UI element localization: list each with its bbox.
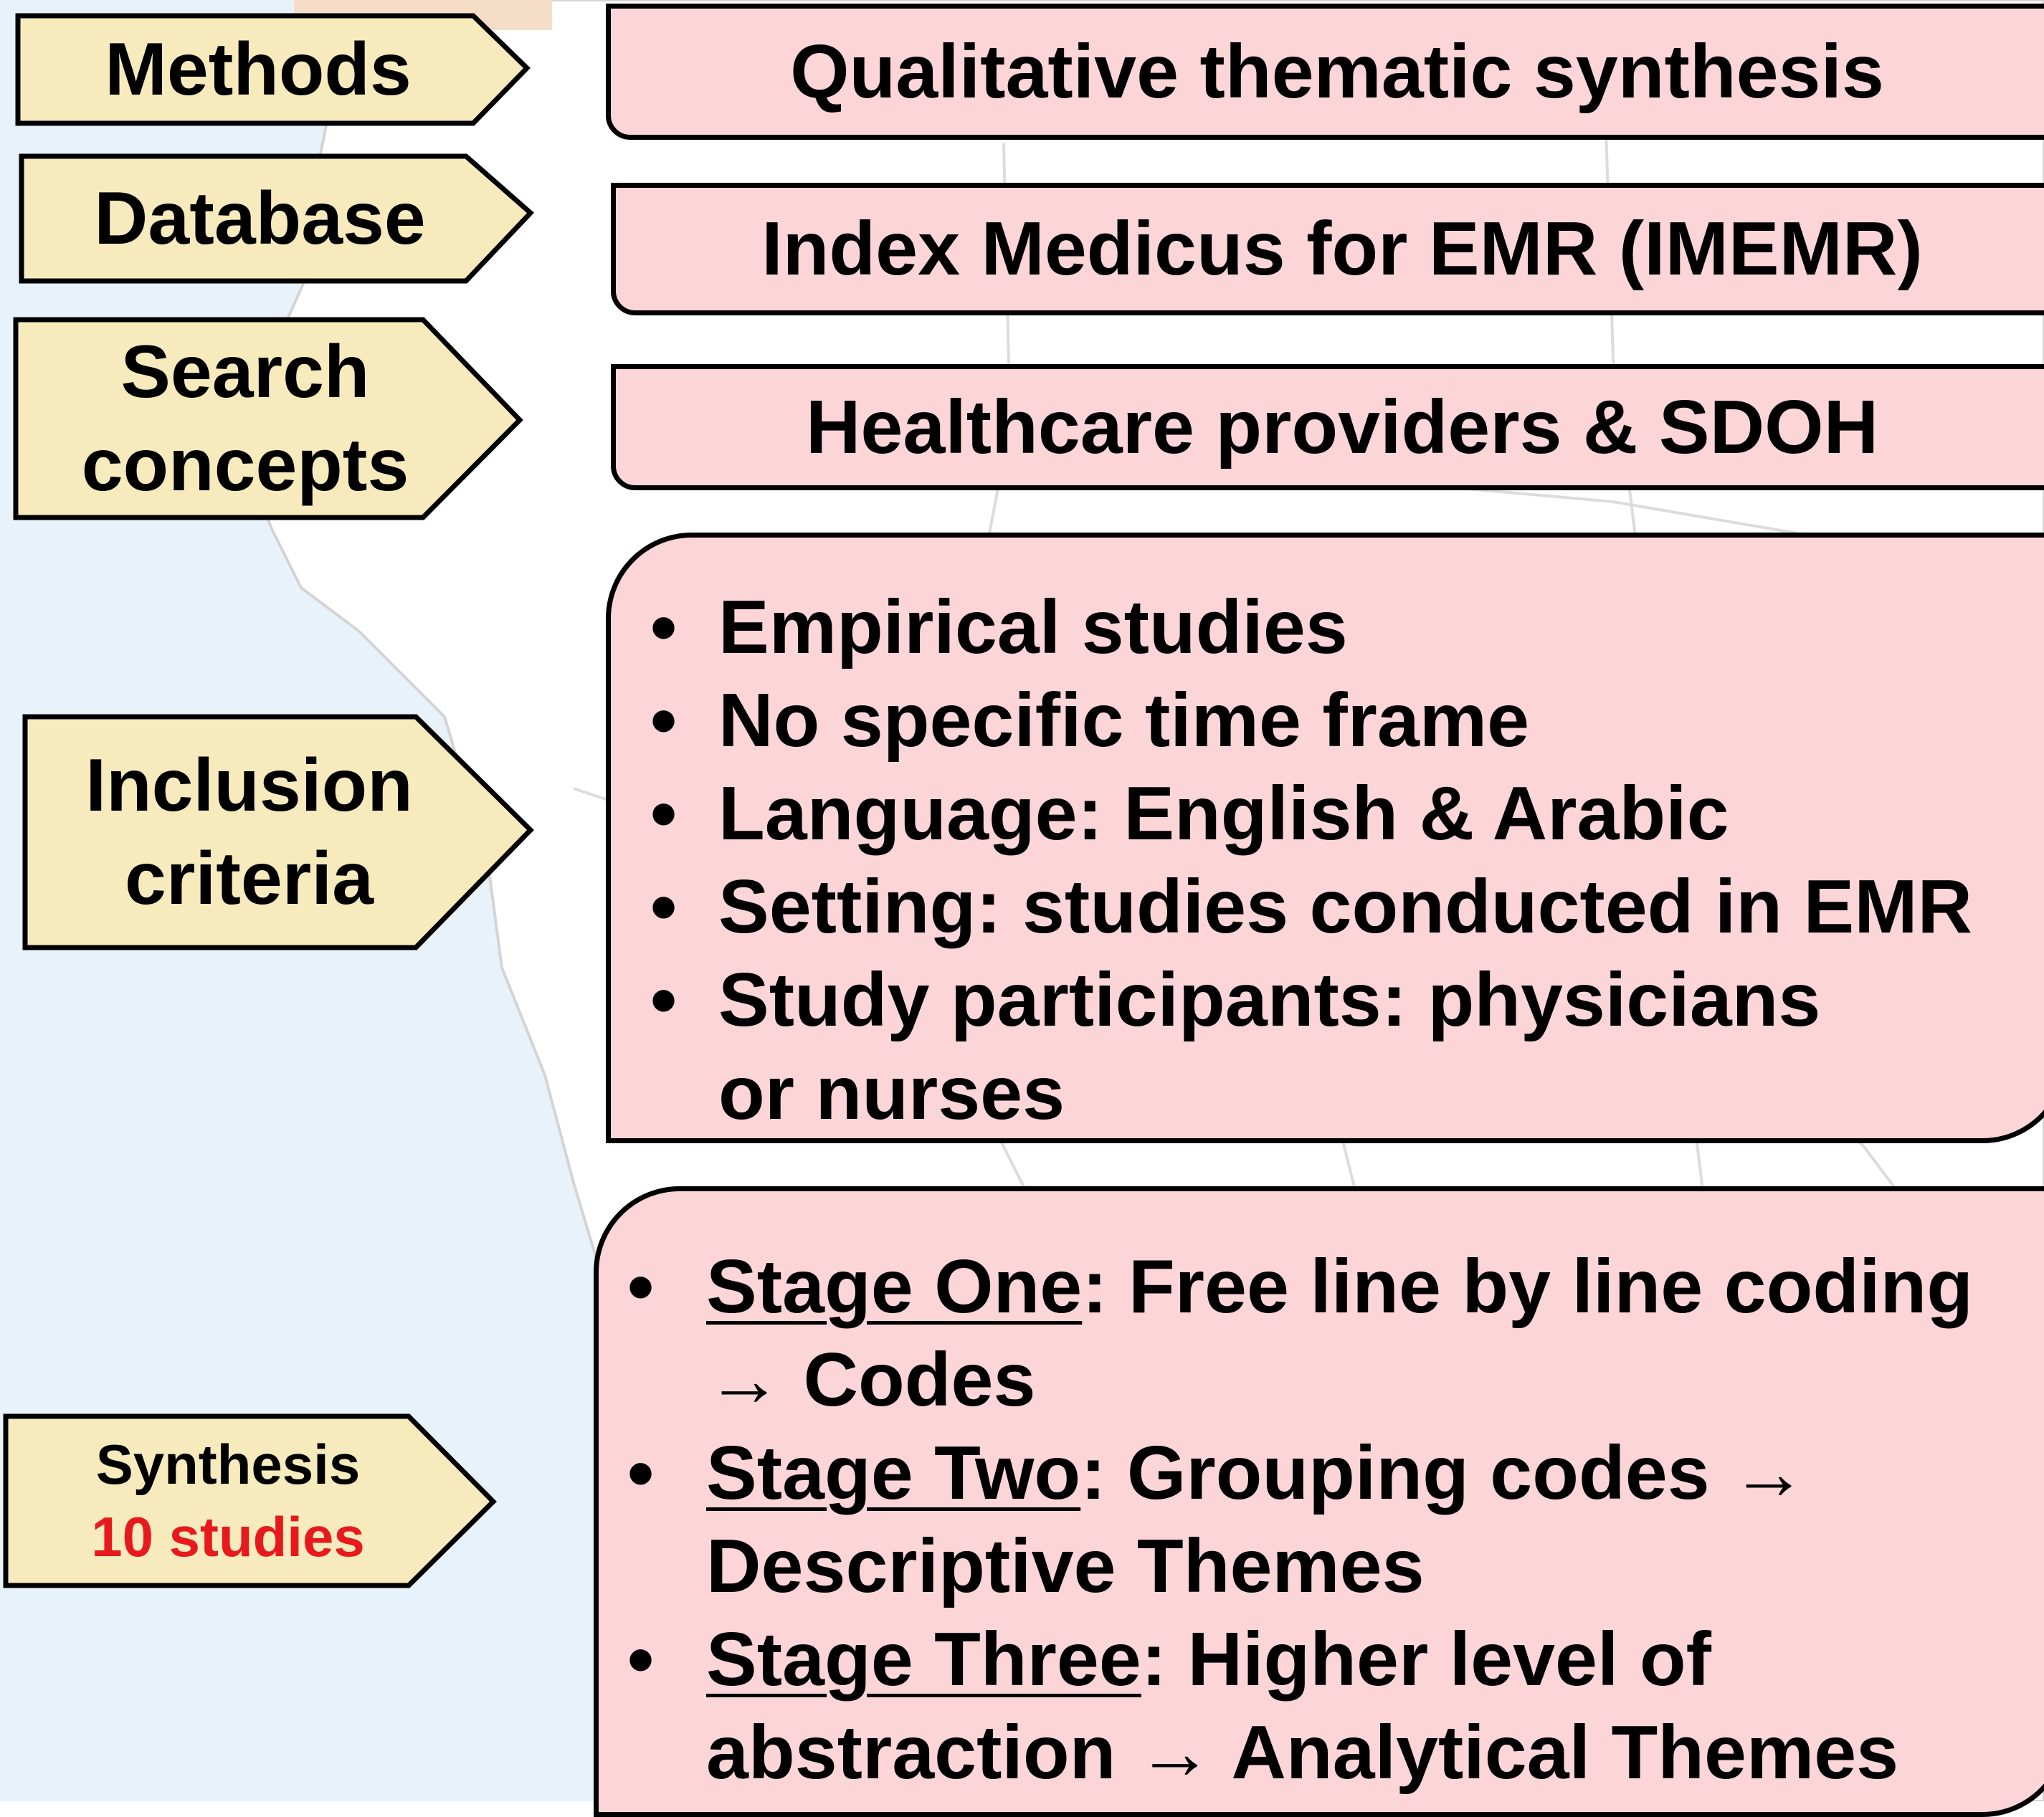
stage-text: : Higher level of abstraction → Analytic…	[706, 1617, 1899, 1795]
study-count: 10 studies	[91, 1505, 365, 1568]
tag-label-line-2: concepts	[81, 424, 409, 507]
tag-methods: Methods	[18, 16, 498, 123]
bullet: •	[650, 678, 678, 763]
stage-label: Stage One	[706, 1244, 1083, 1329]
tag-shape-methods	[15, 13, 531, 126]
search-concepts-text: Healthcare providers & SDOH	[805, 384, 1879, 469]
stage-label: Stage Two	[706, 1431, 1081, 1515]
database-box: Index Medicus for EMR (IMEMR)	[611, 183, 2044, 315]
tag-label: Synthesis	[95, 1432, 361, 1496]
inclusion-criteria-box: • Empirical studies • No specific time f…	[606, 533, 2044, 1143]
methods-text: Qualitative thematic synthesis	[790, 29, 1884, 114]
bullet: •	[627, 1431, 655, 1515]
tag-search-concepts: Search concepts	[16, 320, 475, 518]
tag-label-line-1: Search	[120, 330, 370, 414]
tag-shape-database	[19, 153, 535, 284]
database-text: Index Medicus for EMR (IMEMR)	[761, 206, 1923, 291]
tag-synthesis: Synthesis 10 studies	[6, 1416, 450, 1585]
bullet: •	[650, 864, 678, 949]
tag-shape-synthesis	[3, 1413, 497, 1588]
list-item: • Study participants: physicians or nurs…	[611, 953, 1901, 1140]
list-item: • Stage One: Free line by line coding → …	[599, 1240, 1990, 1426]
methods-box: Qualitative thematic synthesis	[606, 4, 2044, 140]
tag-database: Database	[22, 156, 498, 281]
tag-shape-search-concepts	[13, 317, 523, 520]
bullet: •	[650, 958, 678, 1042]
bullet: •	[627, 1617, 655, 1702]
synthesis-box: • Stage One: Free line by line coding → …	[594, 1186, 2044, 1817]
list-item: • Language: English & Arabic	[611, 767, 1973, 860]
stage-text: : Grouping codes → Descriptive Themes	[706, 1431, 1807, 1608]
list-item: • Stage Two: Grouping codes → Descriptiv…	[599, 1426, 1868, 1613]
tag-shape-inclusion-criteria	[22, 714, 534, 950]
inclusion-criteria-list: • Empirical studies • No specific time f…	[611, 581, 1973, 1140]
tag-label: Methods	[105, 27, 412, 111]
bullet: •	[650, 585, 678, 669]
list-item: • Empirical studies	[611, 581, 1973, 674]
search-concepts-box: Healthcare providers & SDOH	[611, 364, 2044, 490]
list-item: • Setting: studies conducted in EMR	[611, 860, 1973, 953]
stage-label: Stage Three	[706, 1617, 1141, 1702]
tag-inclusion-criteria: Inclusion criteria	[25, 717, 473, 948]
tag-label: Database	[94, 176, 426, 260]
list-item: • Stage Three: Higher level of abstracti…	[599, 1613, 1997, 1799]
tag-label-line-2: criteria	[125, 837, 374, 920]
bullet: •	[627, 1244, 655, 1329]
list-item: • No specific time frame	[611, 674, 1973, 767]
tag-label-line-1: Inclusion	[85, 744, 413, 827]
stage-text: : Free line by line coding → Codes	[706, 1244, 1974, 1422]
bullet: •	[650, 771, 678, 856]
synthesis-stages-list: • Stage One: Free line by line coding → …	[599, 1240, 1990, 1799]
